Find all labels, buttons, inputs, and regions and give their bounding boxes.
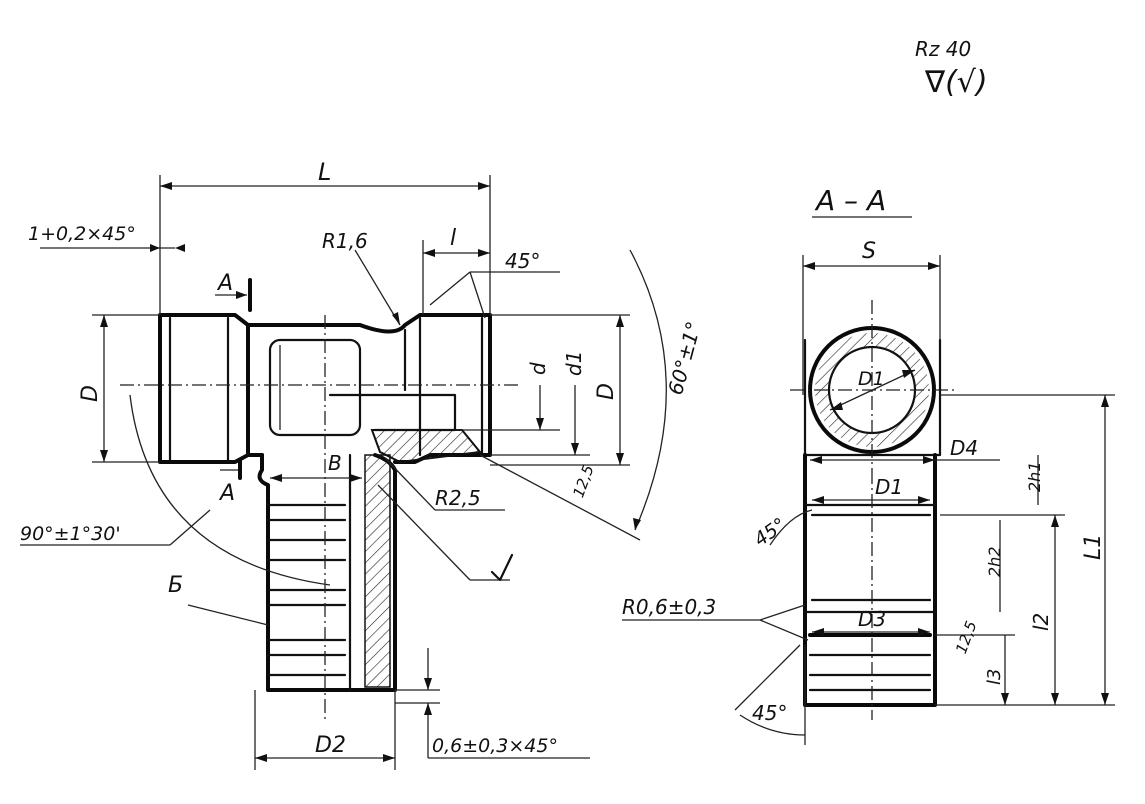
hex-section: D1 xyxy=(790,300,955,470)
dim-D1-circle-label: D1 xyxy=(858,368,885,390)
section-title: А – А xyxy=(812,184,912,218)
dimension-chamfer-top: 1+0,2×45° xyxy=(28,223,185,252)
lower-body xyxy=(803,453,937,720)
dim-S-label: S xyxy=(862,239,876,264)
dim-D3-label: D3 xyxy=(858,607,886,631)
dimension-D-left: D xyxy=(78,314,160,463)
surface-finish-mark: Rz 40 ∇(√) xyxy=(915,37,988,100)
angle-45-top-label: 45° xyxy=(505,249,540,273)
dim-l-label: l xyxy=(450,226,456,251)
vertical-dimensions: L1 l2 l3 2h1 2h2 12,5 xyxy=(935,394,1115,706)
radius-r25-label: R2,5 xyxy=(435,486,481,510)
dimension-D4: D4 xyxy=(810,436,1000,464)
section-mark-bottom: А xyxy=(218,458,242,506)
dim-D4-label: D4 xyxy=(950,436,978,460)
dim-D2-label: D2 xyxy=(315,733,346,758)
dimension-d-set: d d1 D 12,5 xyxy=(455,314,630,500)
dim-D-left-label: D xyxy=(78,385,103,402)
dimension-l: l xyxy=(422,226,490,315)
label-b: Б xyxy=(168,573,269,626)
radius-r06-label: R0,6±0,3 xyxy=(622,595,716,619)
angle-45-top: 45° xyxy=(429,249,560,319)
dim-D1-label: D1 xyxy=(875,475,903,499)
dim-L-label: L xyxy=(318,158,331,186)
angle-90: 90°±1°30' xyxy=(20,394,331,586)
angle-45-lower-label: 45° xyxy=(752,701,787,725)
angle-60-label: 60°±1° xyxy=(663,319,706,398)
chamfer-bottom-label: 0,6±0,3×45° xyxy=(432,735,558,757)
roughness-right: 12,5 xyxy=(952,619,980,657)
dimension-D3: D3 xyxy=(812,607,930,636)
dim-l2-label: l2 xyxy=(1029,613,1053,631)
radius-r06: R0,6±0,3 xyxy=(622,595,809,641)
label-b-text: Б xyxy=(168,573,183,598)
chamfer-top-label: 1+0,2×45° xyxy=(28,223,136,245)
dim-L1-label: L1 xyxy=(1081,534,1106,560)
dim-d-label: d xyxy=(526,362,550,375)
surface-finish-symbol: ∇(√) xyxy=(924,65,988,100)
dim-2h2-label: 2h2 xyxy=(985,547,1004,578)
surface-finish-rz: Rz 40 xyxy=(915,37,971,61)
dim-D-right-label: D xyxy=(594,383,619,400)
section-label: А – А xyxy=(814,184,886,217)
angle-45-upper: 45° xyxy=(750,509,813,551)
roughness-leader xyxy=(377,484,514,582)
radius-r25: R2,5 xyxy=(384,457,505,511)
angle-45-upper-label: 45° xyxy=(750,514,790,551)
dim-2h1-label: 2h1 xyxy=(1025,462,1044,493)
section-mark-a-bottom: А xyxy=(218,481,235,506)
dimension-L: L xyxy=(159,158,491,315)
radius-r16: R1,6 xyxy=(322,229,401,326)
left-view: L l 1+0,2×45° А А xyxy=(20,158,706,770)
radius-r16-label: R1,6 xyxy=(322,229,368,253)
dim-B-label: B xyxy=(328,451,342,475)
dimension-chamfer-bottom: 0,6±0,3×45° xyxy=(395,648,590,759)
angle-60: 60°±1° xyxy=(479,249,706,541)
section-mark-top: А xyxy=(215,271,252,312)
dimension-B: B xyxy=(270,451,362,482)
right-view: А – А S D1 xyxy=(622,184,1115,745)
angle-45-lower: 45° xyxy=(734,644,806,745)
section-mark-a-top: А xyxy=(216,271,233,296)
left-centerlines xyxy=(120,315,520,720)
dimension-D1: D1 xyxy=(812,475,930,504)
dim-l3-label: l3 xyxy=(984,669,1005,685)
angle-90-label: 90°±1°30' xyxy=(20,523,121,545)
dimension-D2: D2 xyxy=(254,690,396,770)
dim-d1-label: d1 xyxy=(562,351,586,376)
roughness-left: 12,5 xyxy=(569,462,597,500)
